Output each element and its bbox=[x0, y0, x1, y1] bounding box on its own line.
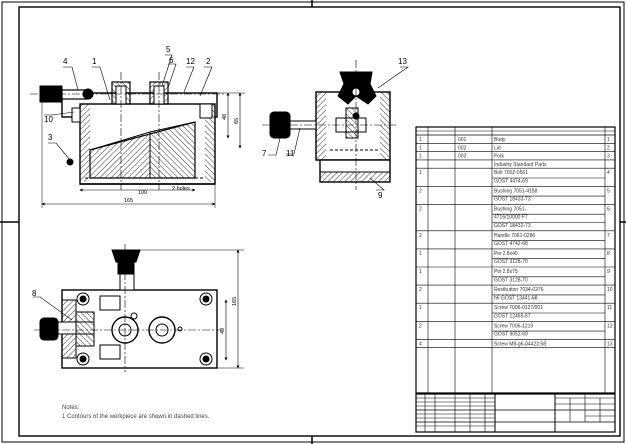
bom-description: Pin 2.8x75 bbox=[494, 269, 518, 275]
bom-item-count: 2 bbox=[419, 206, 422, 212]
side-view bbox=[262, 60, 398, 190]
leader-label: 10 bbox=[44, 115, 53, 124]
leader-label: 3 bbox=[48, 133, 53, 142]
bom-description: Lid bbox=[494, 145, 501, 151]
bom-item-count: 1 bbox=[419, 154, 422, 160]
bom-description: Screw 7006-0127/001 bbox=[494, 305, 543, 311]
dimension-value: 48 bbox=[222, 114, 228, 120]
leader-label: 5 bbox=[166, 45, 171, 54]
dimension-value: 165 bbox=[232, 297, 238, 306]
bom-description: Screw 7006-1219 bbox=[494, 323, 533, 329]
notes-line: 1 Contours of the workpiece are shown in… bbox=[62, 414, 210, 420]
bom-description: Body bbox=[494, 137, 506, 143]
bom-number: 13 bbox=[607, 341, 613, 347]
leader-label: 2 bbox=[206, 57, 211, 66]
bom-item-count: 1 bbox=[419, 137, 422, 143]
notes-heading: Notes: bbox=[62, 405, 80, 411]
bom-description: GOST 12465-67 bbox=[494, 314, 531, 320]
bom-number: 8 bbox=[607, 251, 610, 257]
bom-description: Restbutton 7034-0276 bbox=[494, 287, 544, 293]
bom-number: 2 bbox=[607, 145, 610, 151]
bom-description: GOST 18432-73 bbox=[494, 223, 531, 229]
leader-lines bbox=[33, 54, 409, 321]
bom-description: Pin 2.8x40 bbox=[494, 251, 518, 257]
bom-item-count: 4 bbox=[419, 341, 422, 347]
bom-description: Bushing 7051-4158 bbox=[494, 188, 538, 194]
bom-description: GOST 18433-73 bbox=[494, 197, 531, 203]
dimension-value: 65 bbox=[234, 118, 240, 124]
dimension-texts: 165 100 2 holes 48 65 165 40 bbox=[124, 114, 240, 334]
leader-label: 7 bbox=[262, 149, 267, 158]
bom-position: 001 bbox=[458, 137, 467, 143]
bom-description: Handle 7061-0286 bbox=[494, 233, 535, 239]
top-plan-view bbox=[34, 244, 244, 372]
bom-item-count: 2 bbox=[419, 287, 422, 293]
bom-description: GOST 4742-68 bbox=[494, 241, 528, 247]
title-block bbox=[415, 393, 616, 433]
leader-label: 9 bbox=[378, 191, 383, 200]
bom-item-count: 1 bbox=[419, 251, 422, 257]
bom-number: 10 bbox=[607, 287, 613, 293]
bom-number: 9 bbox=[607, 269, 610, 275]
dimension-value: 2 holes bbox=[172, 186, 190, 192]
leader-label: 6 bbox=[169, 56, 174, 65]
bom-position: 003 bbox=[458, 154, 467, 160]
leader-label: 1 bbox=[92, 57, 97, 66]
bom-description: Screw M8-g6-04422.58 bbox=[494, 341, 546, 347]
bom-number: 11 bbox=[607, 305, 612, 311]
bom-description: Industry Standard Parts bbox=[494, 162, 547, 168]
bom-item-count: 1 bbox=[419, 305, 422, 311]
bom-item-count: 2 bbox=[419, 188, 422, 194]
leader-label: 12 bbox=[186, 57, 195, 66]
dimension-value: 40 bbox=[220, 328, 226, 334]
bom-description: Fork bbox=[494, 154, 505, 160]
leader-label: 13 bbox=[398, 57, 407, 66]
bom-item-count: 2 bbox=[419, 233, 422, 239]
bom-description: GOST 3128-70 bbox=[494, 259, 528, 265]
leader-label: 11 bbox=[286, 149, 295, 158]
bom-number: 5 bbox=[607, 188, 610, 194]
dimension-value: 100 bbox=[138, 190, 147, 196]
bom-item-count: 1 bbox=[419, 145, 422, 151]
bom-description: GOST 9052-69 bbox=[494, 332, 528, 338]
bom-number: 6 bbox=[607, 206, 610, 212]
bom-number: 4 bbox=[607, 170, 610, 176]
bom-number: 3 bbox=[607, 154, 610, 160]
bom-description: Bushing 7051- bbox=[494, 206, 527, 212]
bom-description: GOST 3128-70 bbox=[494, 277, 528, 283]
leader-label: 8 bbox=[32, 289, 37, 298]
bom-description: h6 GOST 13441-68 bbox=[494, 295, 538, 301]
bom-number: 12 bbox=[607, 323, 613, 329]
bom-description: 4716/10000 F7 bbox=[494, 215, 528, 221]
bom-item-count: 1 bbox=[419, 269, 422, 275]
bom-description: GOST 4474-69 bbox=[494, 179, 528, 185]
leader-label: 4 bbox=[63, 57, 68, 66]
balloon-labels: 1 2 3 4 5 6 7 8 9 10 11 12 13 bbox=[32, 45, 407, 298]
dimension-value: 165 bbox=[124, 198, 133, 204]
bom-description: Bolt 7002-0561 bbox=[494, 170, 528, 176]
bom-number: 1 bbox=[607, 137, 610, 143]
front-section-view bbox=[30, 72, 245, 208]
bom-number: 7 bbox=[607, 233, 610, 239]
bom-item-count: 2 bbox=[419, 323, 422, 329]
bom-item-count: 1 bbox=[419, 170, 422, 176]
bom-position: 002 bbox=[458, 145, 467, 151]
